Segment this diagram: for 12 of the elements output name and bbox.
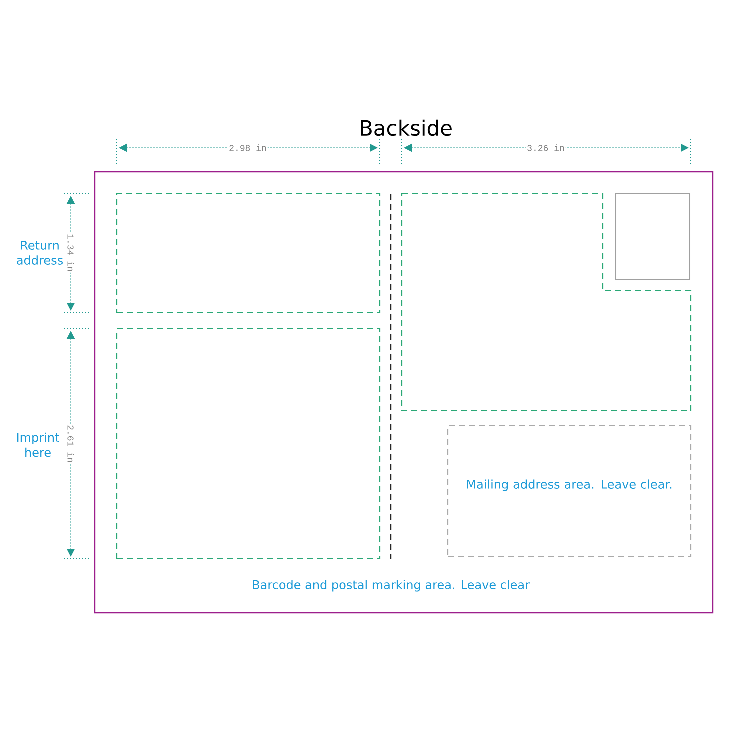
message-area	[401, 193, 692, 412]
address-box: Mailing address area. Leave clear.	[447, 425, 692, 558]
dimension-label: 2.61 in	[66, 424, 76, 464]
dimension-label: 3.26 in	[526, 144, 566, 152]
stamp-box	[616, 194, 690, 280]
title: Backside	[361, 120, 452, 136]
side-label: Return address	[17, 241, 63, 265]
side-label: Imprint here	[17, 432, 60, 458]
print-area	[116, 193, 381, 314]
dimension-label: 2.98 in	[228, 144, 268, 152]
print-area	[116, 328, 381, 560]
dimension-label: 1.34 in	[66, 233, 76, 273]
